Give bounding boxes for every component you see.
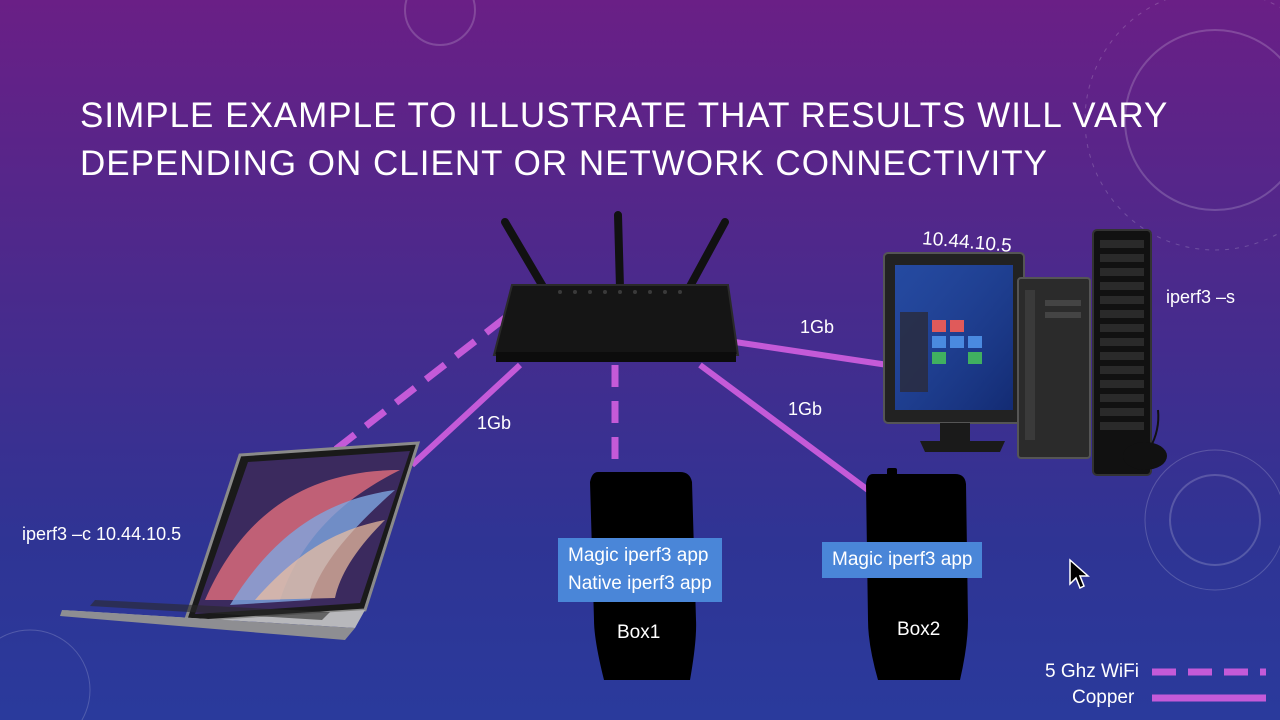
mouse-pointer-icon [1069, 558, 1090, 590]
server-computer-icon [883, 229, 1167, 476]
box1-name: Box1 [617, 622, 661, 643]
server-link-speed-label: 1Gb [800, 317, 835, 337]
laptop-icon [60, 441, 421, 640]
server-command-label: iperf3 –s [1166, 287, 1236, 307]
copper-link-server [734, 339, 889, 368]
box2-app-tag: Magic iperf3 app [822, 542, 983, 578]
box2-app-line-1: Magic iperf3 app [832, 549, 973, 570]
laptop-link-speed-label: 1Gb [477, 413, 512, 433]
box1-app-line-1: Magic iperf3 app [568, 545, 709, 566]
copper-link-laptop [409, 362, 523, 468]
client-command-label: iperf3 –c 10.44.10.5 [22, 524, 182, 544]
copper-link-box2 [698, 362, 870, 493]
legend-wifi-label: 5 Ghz WiFi [1045, 661, 1139, 682]
slide-title: SIMPLE EXAMPLE TO ILLUSTRATE THAT RESULT… [80, 92, 1180, 188]
box1-app-tag: Magic iperf3 app Native iperf3 app [558, 538, 722, 602]
box2-link-speed-label: 1Gb [788, 399, 823, 419]
legend-copper-label: Copper [1072, 687, 1135, 708]
title-line-2: DEPENDING ON CLIENT OR NETWORK CONNECTIV… [80, 144, 1048, 183]
title-line-1: SIMPLE EXAMPLE TO ILLUSTRATE THAT RESULT… [80, 96, 1169, 135]
box1-app-line-2: Native iperf3 app [568, 573, 712, 594]
box2-name: Box2 [897, 619, 941, 640]
router-icon [492, 211, 740, 362]
